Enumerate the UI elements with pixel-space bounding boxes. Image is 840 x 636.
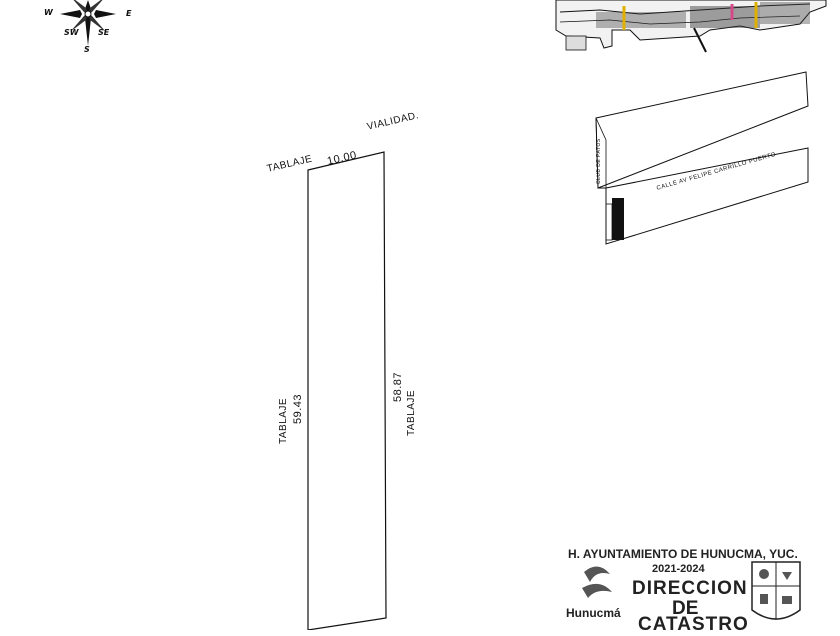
stamp-line-3: CATASTRO [638, 614, 749, 635]
coat-of-arms-icon [751, 561, 801, 620]
compass-southwest-label: SW [64, 28, 79, 37]
hunucma-logo-icon [582, 566, 612, 598]
stamp-line-1: DIRECCION [632, 578, 748, 599]
compass-east-label: E [126, 9, 132, 18]
right-neighbor-label: TABLAJE [406, 389, 417, 436]
logo-text: Hunucmá [566, 606, 621, 620]
compass-west-label: W [44, 8, 53, 17]
left-dimension-label: 59.43 [292, 393, 304, 424]
stamp-title: H. AYUNTAMIENTO DE HUNUCMA, YUC. [568, 547, 798, 561]
right-dimension-label: 58.87 [392, 371, 404, 402]
side-label: CLUB DE PATOS [596, 138, 602, 184]
compass-south-label: S [84, 45, 90, 54]
compass-southeast-label: SE [98, 28, 110, 37]
location-map [555, 0, 827, 245]
lot-outline [307, 151, 387, 630]
stamp-line-2: DE [672, 598, 699, 619]
left-neighbor-label: TABLAJE [278, 397, 289, 444]
stamp-period: 2021-2024 [652, 563, 705, 575]
compass-rose-icon [60, 0, 116, 46]
